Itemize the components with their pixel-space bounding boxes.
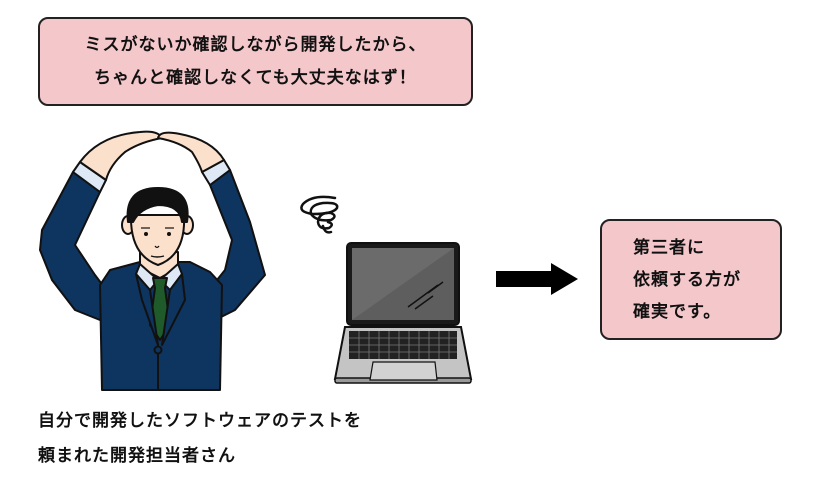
caption-line-1: 自分で開発したソフトウェアのテストを (38, 411, 362, 431)
laptop-icon (333, 242, 473, 384)
right-arrow-icon (496, 263, 578, 295)
swirl-confusion-icon (300, 195, 339, 234)
person-caption: 自分で開発したソフトウェアのテストを 頼まれた開発担当者さん (38, 404, 362, 474)
developer-person-illustration (39, 130, 266, 391)
recommendation-line-2: 依頼する方が (633, 270, 741, 290)
recommendation-line-1: 第三者に (633, 238, 705, 258)
caption-line-2: 頼まれた開発担当者さん (38, 446, 236, 466)
speech-line-2: ちゃんと確認しなくても大丈夫なはず！ (94, 67, 417, 88)
speech-bubble: ミスがないか確認しながら開発したから、 ちゃんと確認しなくても大丈夫なはず！ (38, 17, 473, 106)
recommendation-box: 第三者に 依頼する方が 確実です。 (600, 219, 782, 340)
recommendation-line-3: 確実です。 (633, 302, 722, 322)
speech-line-1: ミスがないか確認しながら開発したから、 (84, 34, 427, 55)
